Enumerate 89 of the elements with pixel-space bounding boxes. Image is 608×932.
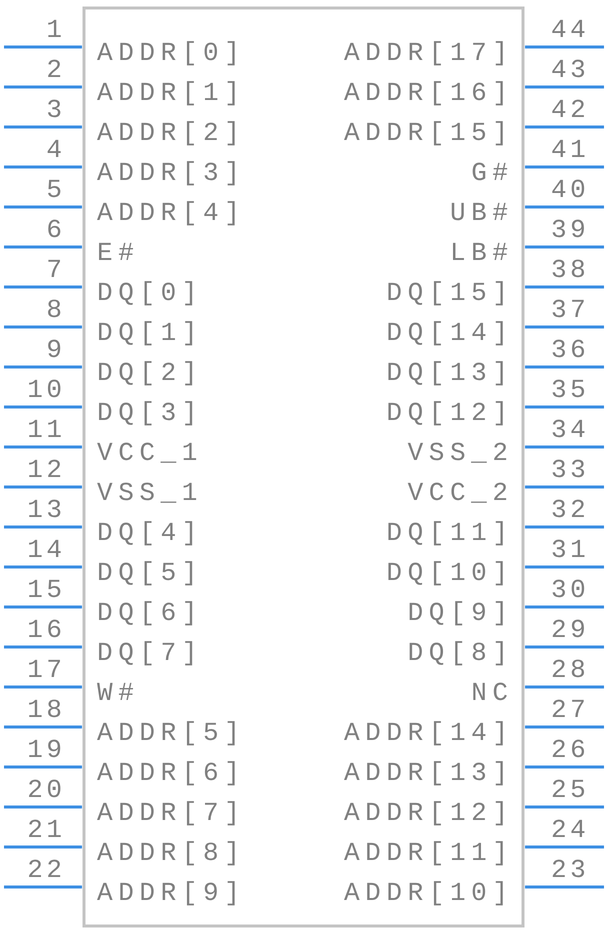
- pin-number: 31: [551, 537, 590, 563]
- pin-number: 17: [27, 657, 66, 683]
- pin-name: ADDR[7]: [97, 800, 246, 826]
- pin-number: 18: [27, 697, 66, 723]
- pin-name: G#: [471, 160, 514, 186]
- pin-name: DQ[10]: [386, 560, 514, 586]
- pin-name: VCC_1: [97, 440, 204, 466]
- pin-number: 42: [551, 97, 590, 123]
- pin-number: 20: [27, 777, 66, 803]
- pin-number: 10: [27, 377, 66, 403]
- pin-number: 16: [27, 617, 66, 643]
- pin-name: DQ[11]: [386, 520, 514, 546]
- pin-number: 23: [551, 857, 590, 883]
- pin-name: DQ[13]: [386, 360, 514, 386]
- pin-number: 44: [551, 17, 590, 43]
- pin-name: NC: [471, 680, 514, 706]
- pin-name: ADDR[15]: [344, 120, 514, 146]
- pin-name: DQ[9]: [408, 600, 514, 626]
- pin-name: ADDR[6]: [97, 760, 246, 786]
- pin-number: 29: [551, 617, 590, 643]
- pin-number: 12: [27, 457, 66, 483]
- pin-name: ADDR[9]: [97, 880, 246, 906]
- pin-name: DQ[12]: [386, 400, 514, 426]
- pin-number: 39: [551, 217, 590, 243]
- pin-number: 27: [551, 697, 590, 723]
- pin-name: DQ[6]: [97, 600, 204, 626]
- pin-name: DQ[4]: [97, 520, 204, 546]
- pin-number: 13: [27, 497, 66, 523]
- pin-number: 40: [551, 177, 590, 203]
- pin-name: VSS_1: [97, 480, 204, 506]
- pin-name: DQ[3]: [97, 400, 204, 426]
- pin-number: 22: [27, 857, 66, 883]
- pin-name: ADDR[3]: [97, 160, 246, 186]
- pin-name: ADDR[14]: [344, 720, 514, 746]
- pin-name: ADDR[2]: [97, 120, 246, 146]
- pin-name: VSS_2: [408, 440, 514, 466]
- chip-body: [82, 6, 524, 928]
- pin-number: 8: [46, 297, 66, 323]
- pin-number: 24: [551, 817, 590, 843]
- pin-number: 6: [46, 217, 66, 243]
- pin-name: ADDR[4]: [97, 200, 246, 226]
- pin-name: ADDR[1]: [97, 80, 246, 106]
- pin-name: UB#: [450, 200, 514, 226]
- pin-number: 28: [551, 657, 590, 683]
- pin-number: 33: [551, 457, 590, 483]
- pin-name: DQ[7]: [97, 640, 204, 666]
- pin-name: ADDR[11]: [344, 840, 514, 866]
- pin-name: W#: [97, 680, 140, 706]
- pin-name: ADDR[8]: [97, 840, 246, 866]
- pin-name: DQ[8]: [408, 640, 514, 666]
- pin-number: 9: [46, 337, 66, 363]
- pin-number: 43: [551, 57, 590, 83]
- pin-number: 15: [27, 577, 66, 603]
- pin-name: DQ[15]: [386, 280, 514, 306]
- pin-number: 37: [551, 297, 590, 323]
- pin-number: 7: [46, 257, 66, 283]
- pin-name: DQ[14]: [386, 320, 514, 346]
- pin-name: LB#: [450, 240, 514, 266]
- pin-name: ADDR[13]: [344, 760, 514, 786]
- pin-number: 11: [27, 417, 66, 443]
- pin-number: 26: [551, 737, 590, 763]
- pin-name: ADDR[16]: [344, 80, 514, 106]
- pin-number: 21: [27, 817, 66, 843]
- pin-number: 38: [551, 257, 590, 283]
- pin-number: 32: [551, 497, 590, 523]
- pin-number: 1: [46, 17, 66, 43]
- pin-number: 34: [551, 417, 590, 443]
- pin-number: 14: [27, 537, 66, 563]
- pin-name: ADDR[17]: [344, 40, 514, 66]
- pin-name: DQ[2]: [97, 360, 204, 386]
- pin-name: DQ[1]: [97, 320, 204, 346]
- pin-number: 30: [551, 577, 590, 603]
- pin-name: ADDR[0]: [97, 40, 246, 66]
- pin-name: ADDR[5]: [97, 720, 246, 746]
- pin-number: 41: [551, 137, 590, 163]
- pin-number: 3: [46, 97, 66, 123]
- pin-number: 35: [551, 377, 590, 403]
- pin-name: ADDR[10]: [344, 880, 514, 906]
- pin-number: 5: [46, 177, 66, 203]
- pin-number: 36: [551, 337, 590, 363]
- pin-number: 19: [27, 737, 66, 763]
- pin-name: DQ[5]: [97, 560, 204, 586]
- pin-name: VCC_2: [408, 480, 514, 506]
- pin-number: 4: [46, 137, 66, 163]
- pin-name: DQ[0]: [97, 280, 204, 306]
- pin-name: ADDR[12]: [344, 800, 514, 826]
- pin-name: E#: [97, 240, 140, 266]
- pin-number: 25: [551, 777, 590, 803]
- pin-number: 2: [46, 57, 66, 83]
